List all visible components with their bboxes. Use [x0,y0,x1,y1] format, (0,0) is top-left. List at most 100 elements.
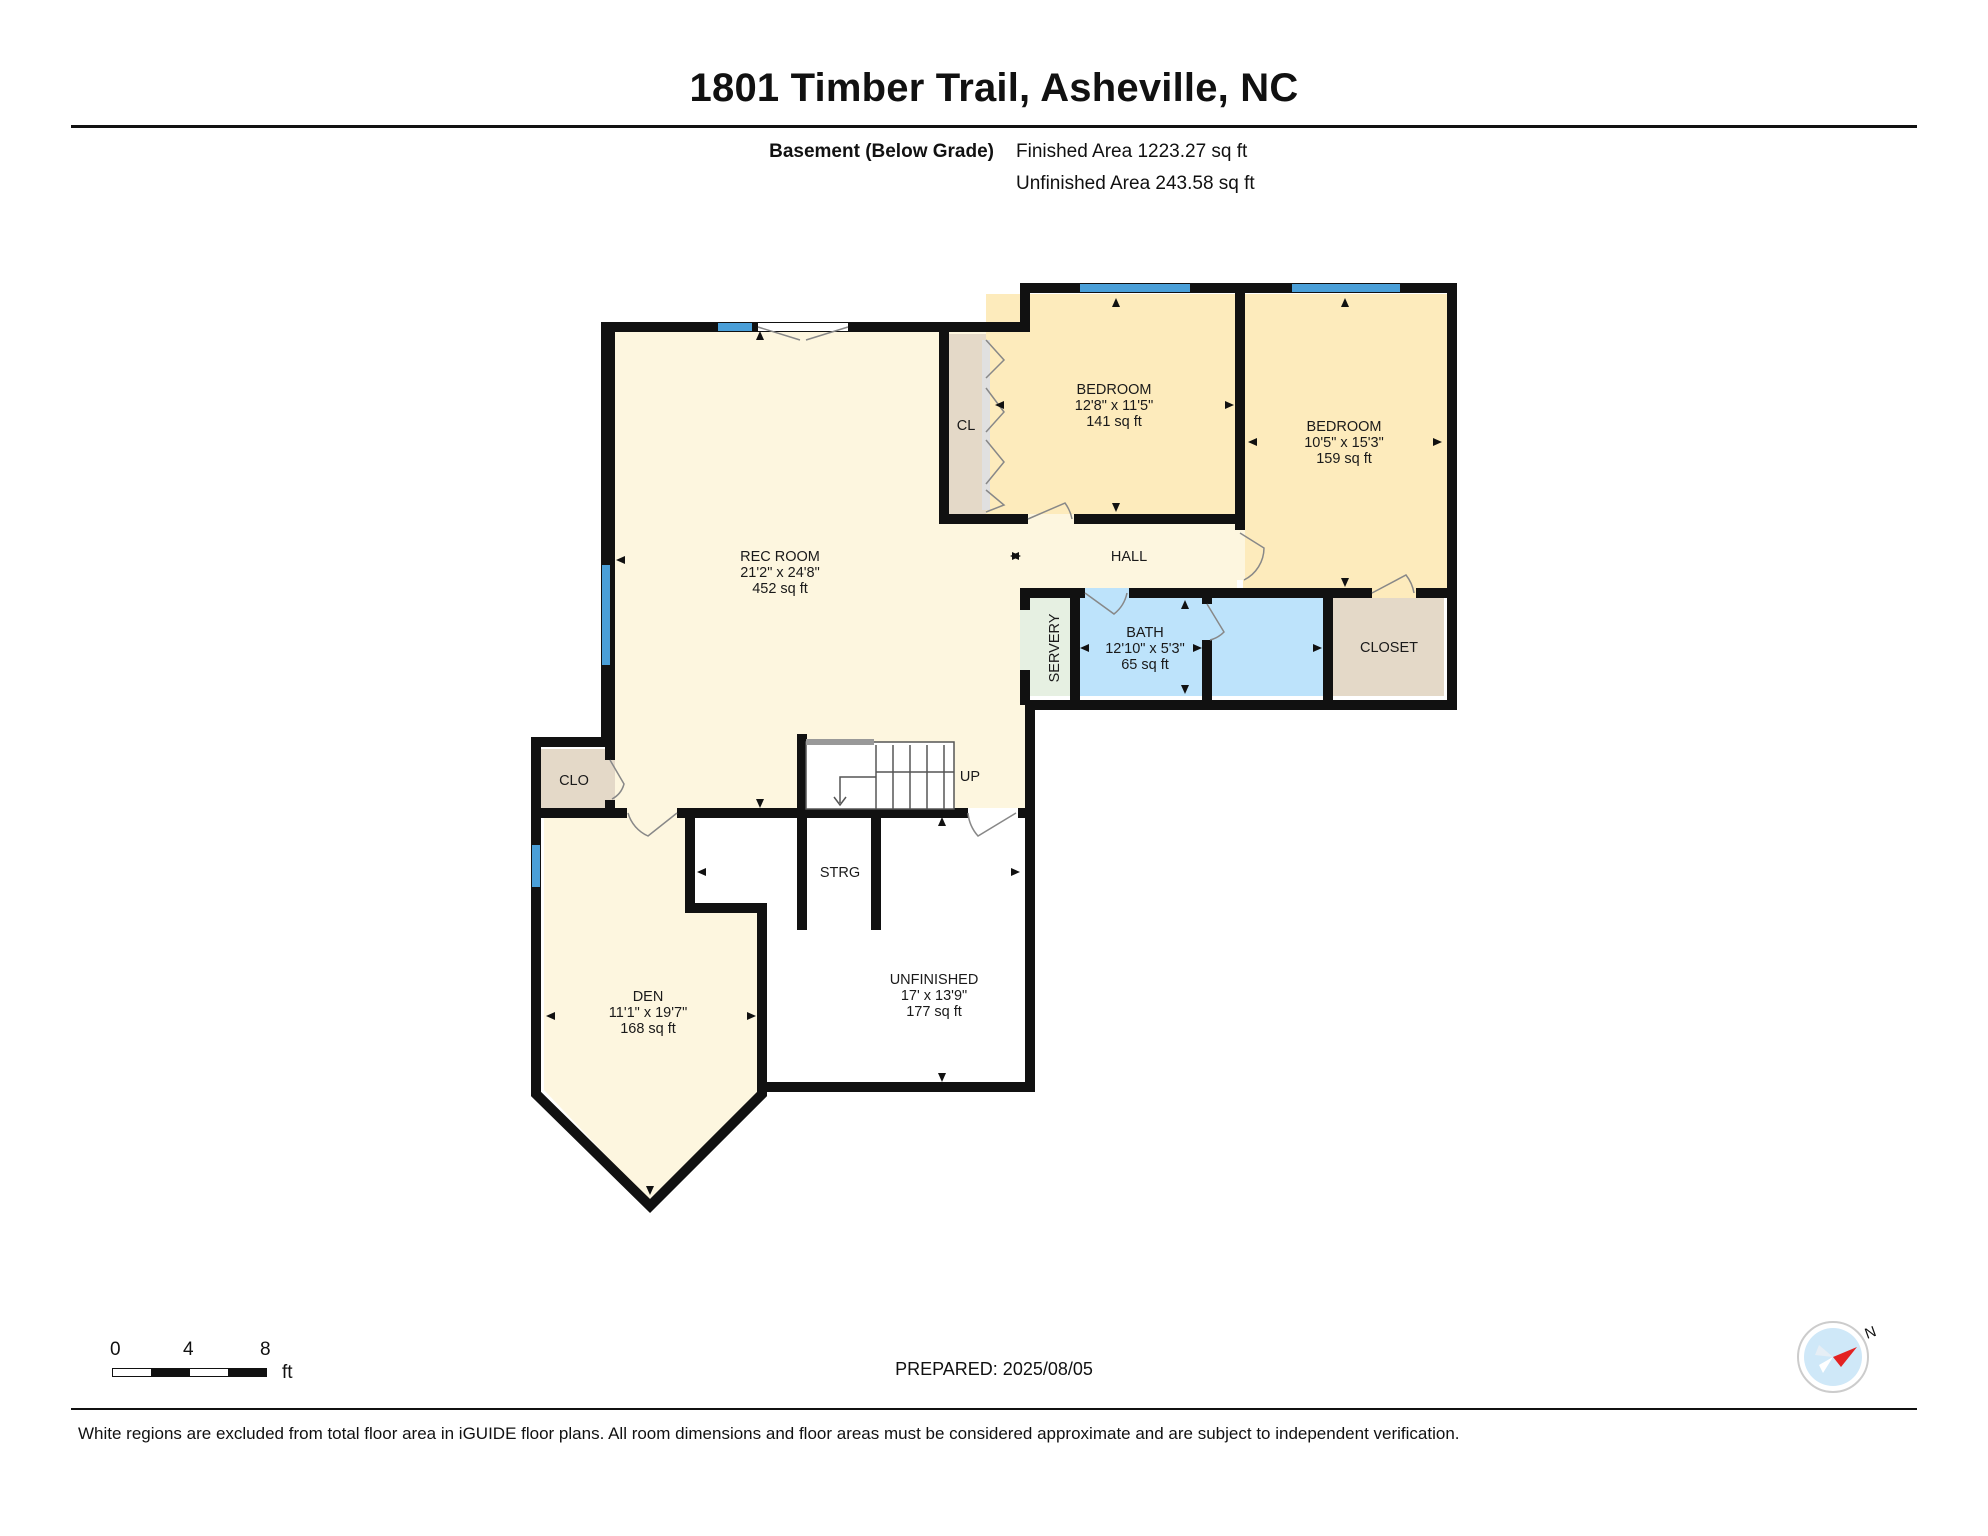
cl-name: CL [957,418,976,434]
prepared-date: PREPARED: 2025/08/05 [895,1359,1093,1379]
bedroom1-area: 141 sq ft [1086,414,1142,430]
door-den-swing [627,812,678,837]
plan-title: 1801 Timber Trail, Asheville, NC [689,66,1299,110]
servery-name: SERVERY [1047,613,1063,682]
scale-label-4: 4 [183,1339,194,1360]
stair-arrow [833,776,876,807]
arrow-bed1-bottom [1112,503,1120,512]
arrow-bath-top [1181,600,1189,609]
doors [605,323,1416,837]
arrow-bath-right [1193,644,1202,652]
compass-north-label: N [1863,1323,1877,1343]
bath-dims: 12'10" x 5'3" [1105,641,1185,657]
stair-box [805,741,955,810]
arrow-rec-bottom [756,799,764,808]
den-area: 168 sq ft [620,1021,676,1037]
door-bedroom1-swing [1027,502,1073,520]
door-bedroom2-opening [1235,530,1245,580]
finished-area: Finished Area 1223.27 sq ft [1016,141,1248,162]
closet-name: CLOSET [1360,640,1418,656]
title-divider [71,125,1917,128]
scale-label-8: 8 [260,1339,271,1360]
compass-icon: N [1797,1321,1877,1393]
arrow-bath-left [1080,644,1089,652]
scale-segment-4 [228,1368,267,1377]
cl-bifold-swing [985,339,1006,513]
bedroom1-dims: 12'8" x 11'5" [1075,398,1153,414]
unfinished-room-area: 177 sq ft [906,1004,962,1020]
bath-fill [1077,598,1202,696]
door-bedroom2-swing [1239,532,1265,581]
arrow-unf-bottom [938,1073,946,1082]
hall-name: HALL [1111,549,1147,565]
door-bedroom2-closet-opening [1372,588,1416,598]
arrow-bed2-bottom [1341,578,1349,587]
cl-fill [944,334,986,515]
bedroom2-area: 159 sq ft [1316,451,1372,467]
door-clo-swing [609,759,625,800]
clo-name: CLO [559,773,589,789]
door-unfinished-opening [968,808,1018,818]
door-rec-double [758,323,848,331]
arrow-hall-left [1010,552,1019,560]
stairs-up-label: UP [960,769,980,785]
unfinished-area: Unfinished Area 243.58 sq ft [1016,173,1255,194]
disclaimer-text: White regions are excluded from total fl… [78,1424,1460,1443]
level-name: Basement (Below Grade) [769,141,994,162]
arrow-bed1-left [995,401,1004,409]
arrow-den-right [747,1012,756,1020]
den-east-wall [685,808,767,1092]
arrow-bed2-left [1248,438,1257,446]
arrow-bed1-top [1112,298,1120,307]
door-unfinished-swing [967,812,1017,837]
arrow-rec-left [616,556,625,564]
arrow-unf-top [938,817,946,826]
room-labels: BEDROOM 12'8" x 11'5" 141 sq ft BEDROOM … [559,382,1418,1037]
door-annex-swing [1206,603,1225,641]
door-den-opening [627,808,677,818]
unfinished-dims: 17' x 13'9" [901,988,967,1004]
door-closet-swing [1371,574,1415,594]
cl-door-strip [982,340,990,510]
door-clo-opening [605,760,615,800]
door-bedroom1-opening [1028,514,1074,524]
bedroom2-fill [1243,294,1447,590]
arrow-bed2-right [1433,438,1442,446]
arrow-bed1-right [1225,401,1234,409]
dimension-arrows [546,298,1442,1195]
arrow-unf-right [1011,868,1020,876]
footer-divider [71,1408,1917,1410]
unfinished-name: UNFINISHED [890,972,979,988]
bedroom2-name: BEDROOM [1307,419,1382,435]
door-servery-opening [1020,610,1030,670]
den-dims: 11'1" x 19'7" [609,1005,687,1021]
arrow-rec-top [756,331,764,340]
bath-name: BATH [1126,625,1164,641]
scale-label-0: 0 [110,1339,121,1360]
bedroom1-name: BEDROOM [1077,382,1152,398]
strg-name: STRG [820,865,860,881]
windows [532,284,1400,887]
door-annex-opening [1202,604,1212,640]
arrow-bed2-top [1341,298,1349,307]
bedroom2-dims: 10'5" x 15'3" [1304,435,1384,451]
rec-room-name: REC ROOM [740,549,820,565]
hall-fill [1020,520,1237,594]
bath-area: 65 sq ft [1121,657,1169,673]
bath-annex-fill [1212,598,1325,696]
scale-unit: ft [282,1362,293,1383]
door-rec-swing-left [757,326,849,341]
den-name: DEN [633,989,664,1005]
arrow-den-bottom [646,1186,654,1195]
door-bath-swing [1084,592,1128,615]
door-bath-opening [1085,588,1129,598]
servery-fill [1027,598,1075,696]
arrow-annex-right [1313,644,1322,652]
arrow-bath-bottom [1181,685,1189,694]
arrow-unf-left [697,868,706,876]
closet-fill [1331,598,1444,696]
rec-room-dims: 21'2" x 24'8" [740,565,820,581]
clo-fill [540,749,610,811]
arrow-den-left [546,1012,555,1020]
